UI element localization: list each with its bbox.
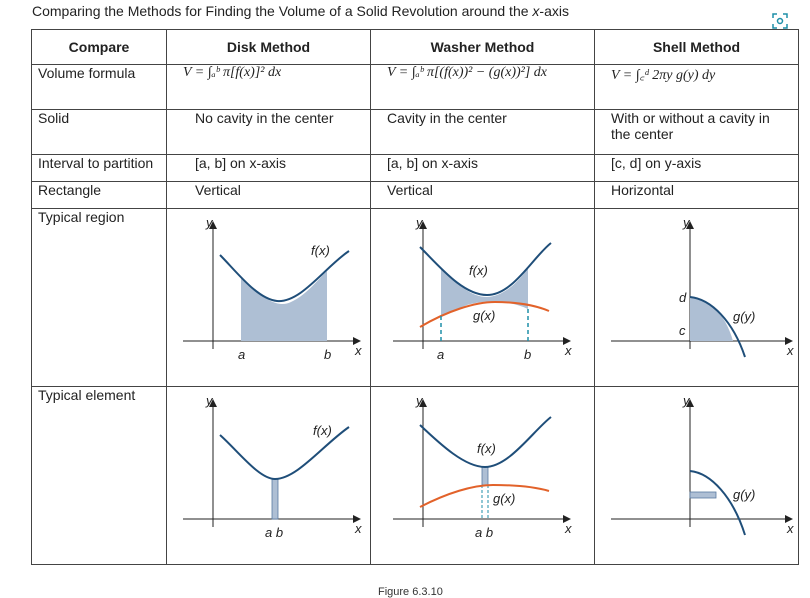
washer-element-cell: y x a b f(x) g(x)	[370, 386, 595, 565]
shaded-region	[690, 297, 733, 341]
shaded-region	[241, 271, 327, 341]
disk-element-cell: y x a b f(x)	[166, 386, 371, 565]
y-axis-arrow	[418, 221, 427, 229]
y-label: y	[415, 393, 424, 408]
shell-element-cell: y x g(y)	[594, 386, 799, 565]
row-label-region: Typical region	[31, 208, 167, 387]
y-axis-arrow	[418, 399, 427, 407]
shaded-region	[440, 267, 528, 316]
ab-label: a b	[475, 525, 493, 540]
curve-f	[418, 416, 552, 469]
x-label: x	[354, 521, 362, 536]
washer-rectangle	[481, 466, 488, 486]
disk-interval: [a, b] on x-axis	[166, 154, 371, 182]
disk-region-cell: y x a b f(x)	[166, 208, 371, 387]
curve-g	[689, 296, 746, 358]
disk-rectangle	[271, 478, 279, 520]
curve-f	[418, 242, 552, 297]
f-label: f(x)	[311, 243, 330, 258]
curve-g	[689, 470, 746, 536]
x-axis-arrow	[353, 515, 361, 523]
washer-rectangle: Vertical	[370, 181, 595, 209]
header-shell: Shell Method	[594, 29, 799, 65]
table-row: Typical element y x a b f(x)	[31, 386, 799, 565]
g-label: g(x)	[493, 491, 515, 506]
table-row: Rectangle Vertical Vertical Horizontal	[31, 181, 799, 209]
b-label: b	[524, 347, 531, 362]
y-label: y	[205, 393, 214, 408]
y-axis-arrow	[209, 221, 217, 229]
disk-rectangle: Vertical	[166, 181, 371, 209]
curve-g	[419, 483, 549, 508]
x-label: x	[564, 521, 572, 536]
header-disk: Disk Method	[166, 29, 371, 65]
shell-rectangle: Horizontal	[594, 181, 799, 209]
shell-rectangle	[689, 491, 717, 499]
page-title: Comparing the Methods for Finding the Vo…	[32, 3, 569, 19]
shell-region-cell: y x d c g(y)	[594, 208, 799, 387]
x-axis-arrow	[785, 337, 793, 345]
ab-label: a b	[265, 525, 283, 540]
washer-region-cell: y x a b f(x) g(x)	[370, 208, 595, 387]
row-label-interval: Interval to partition	[31, 154, 167, 182]
washer-solid: Cavity in the center	[370, 109, 595, 155]
x-axis-arrow	[785, 515, 793, 523]
washer-element-graph: y x a b f(x) g(x)	[392, 393, 572, 540]
washer-interval: [a, b] on x-axis	[370, 154, 595, 182]
x-label: x	[564, 343, 572, 358]
disk-element-graph: y x a b f(x)	[183, 393, 362, 540]
b-label: b	[324, 347, 331, 362]
row-label-solid: Solid	[31, 109, 167, 155]
a-label: a	[437, 347, 444, 362]
row-label-element: Typical element	[31, 386, 167, 565]
row-label-rectangle: Rectangle	[31, 181, 167, 209]
disk-formula: V = ∫ₐᵇ π[f(x)]² dx	[166, 64, 371, 110]
g-label: g(y)	[733, 309, 755, 324]
table-row: Interval to partition [a, b] on x-axis […	[31, 154, 799, 182]
x-label: x	[354, 343, 362, 358]
curve-f	[219, 250, 350, 303]
x-axis-arrow	[353, 337, 361, 345]
f-label: f(x)	[469, 263, 488, 278]
y-axis-arrow	[686, 221, 694, 229]
f-label: f(x)	[477, 441, 496, 456]
c-label: c	[679, 323, 686, 338]
shell-interval: [c, d] on y-axis	[594, 154, 799, 182]
x-label: x	[786, 521, 794, 536]
disk-solid: No cavity in the center	[166, 109, 371, 155]
header-compare: Compare	[31, 29, 167, 65]
x-axis-arrow	[562, 515, 571, 523]
x-axis-arrow	[562, 337, 571, 345]
row-label-volume: Volume formula	[31, 64, 167, 110]
figure-caption: Figure 6.3.10	[378, 586, 443, 598]
shell-element-graph: y x g(y)	[611, 393, 794, 536]
disk-region-graph: y x a b f(x)	[183, 215, 362, 362]
a-label: a	[238, 347, 245, 362]
curve-g	[418, 300, 549, 328]
y-label: y	[682, 393, 691, 408]
y-label: y	[415, 215, 424, 230]
washer-formula: V = ∫ₐᵇ π[(f(x))² − (g(x))²] dx	[370, 64, 595, 110]
expand-icon[interactable]	[772, 13, 788, 29]
shell-formula: V = ∫꜀ᵈ 2πy g(y) dy	[594, 64, 799, 110]
table-row: Solid No cavity in the center Cavity in …	[31, 109, 799, 155]
shell-solid: With or without a cavity in the center	[594, 109, 799, 155]
header-washer: Washer Method	[370, 29, 595, 65]
y-label: y	[205, 215, 214, 230]
y-axis-arrow	[209, 399, 217, 407]
g-label: g(x)	[473, 308, 495, 323]
washer-region-graph: y x a b f(x) g(x)	[392, 215, 572, 362]
table-row: Volume formula V = ∫ₐᵇ π[f(x)]² dx V = ∫…	[31, 64, 799, 110]
y-label: y	[682, 215, 691, 230]
f-label: f(x)	[313, 423, 332, 438]
d-label: d	[679, 290, 687, 305]
curve-f	[219, 426, 350, 481]
y-axis-arrow	[686, 399, 694, 407]
g-label: g(y)	[733, 487, 755, 502]
comparison-table: Compare Disk Method Washer Method Shell …	[31, 29, 799, 565]
shell-region-graph: y x d c g(y)	[611, 215, 794, 358]
x-label: x	[786, 343, 794, 358]
table-row: Typical region y x a b f(x)	[31, 208, 799, 387]
